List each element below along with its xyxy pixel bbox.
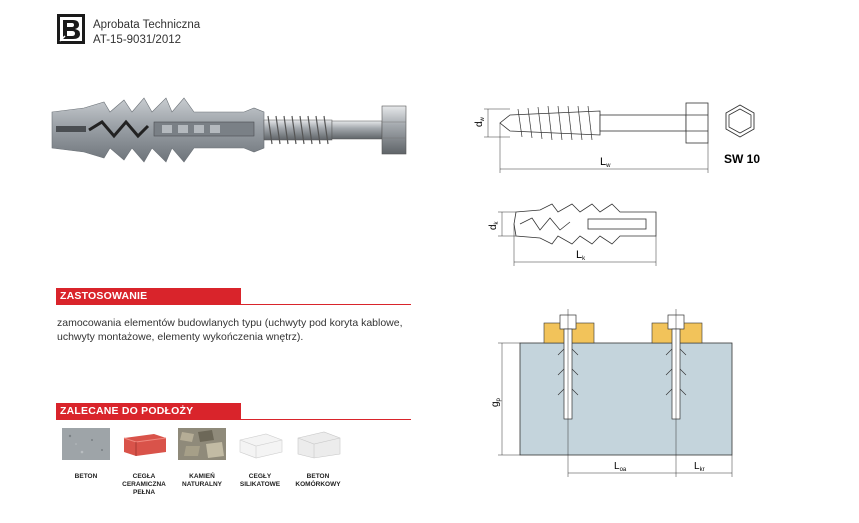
- application-text: zamocowania elementów budowlanych typu (…: [57, 317, 403, 343]
- section-title-substrates: ZALECANE DO PODŁOŻY: [56, 403, 241, 419]
- section-divider: [56, 304, 411, 305]
- substrate-label: CEGŁA CERAMICZNA PEŁNA: [122, 473, 166, 496]
- substrate-label: BETON: [74, 473, 98, 480]
- sw-label: SW 10: [724, 152, 760, 166]
- silicate-block-icon: [236, 428, 284, 460]
- company-logo-icon: [57, 14, 85, 44]
- dw-label: dw: [474, 116, 486, 127]
- substrate-stone: KAMIEŃ NATURALNY: [178, 428, 226, 489]
- substrate-label: KAMIEŃ NATURALNY: [182, 473, 222, 488]
- installation-drawing: gp Loa Lkr: [490, 309, 733, 477]
- plug-dimension-drawing: dk Lk: [488, 203, 657, 266]
- section-divider: [56, 419, 411, 420]
- substrate-concrete: BETON: [62, 428, 110, 481]
- approval-number: AT-15-9031/2012: [93, 34, 182, 46]
- concrete-texture-icon: [62, 428, 110, 460]
- loa-label: Loa: [614, 461, 627, 473]
- aerated-block-icon: [294, 428, 342, 460]
- gp-label: gp: [490, 397, 502, 407]
- substrate-label: BETON KOMÓRKOWY: [295, 473, 341, 488]
- substrate-label: CEGŁY SILIKATOWE: [239, 473, 281, 488]
- product-photo-icon: [51, 97, 407, 163]
- dk-label: dk: [488, 220, 500, 230]
- approval-title: Aprobata Techniczna: [93, 19, 201, 31]
- lw-label: Lw: [600, 156, 611, 169]
- screw-dimension-drawing: dw Lw SW 10: [474, 102, 760, 173]
- substrate-list: BETON CEGŁA CERAMICZNA PEŁNA KAMIEŃ NATU…: [56, 428, 356, 498]
- brick-icon: [120, 428, 168, 460]
- lk-label: Lk: [576, 249, 586, 262]
- section-title-application: ZASTOSOWANIE: [56, 288, 241, 304]
- substrate-aerated: BETON KOMÓRKOWY: [294, 428, 342, 489]
- substrate-silicate: CEGŁY SILIKATOWE: [236, 428, 284, 489]
- approval-info: Aprobata Techniczna AT-15-9031/2012: [93, 18, 200, 48]
- substrate-brick: CEGŁA CERAMICZNA PEŁNA: [120, 428, 168, 497]
- stone-texture-icon: [178, 428, 226, 460]
- lkr-label: Lkr: [694, 461, 705, 473]
